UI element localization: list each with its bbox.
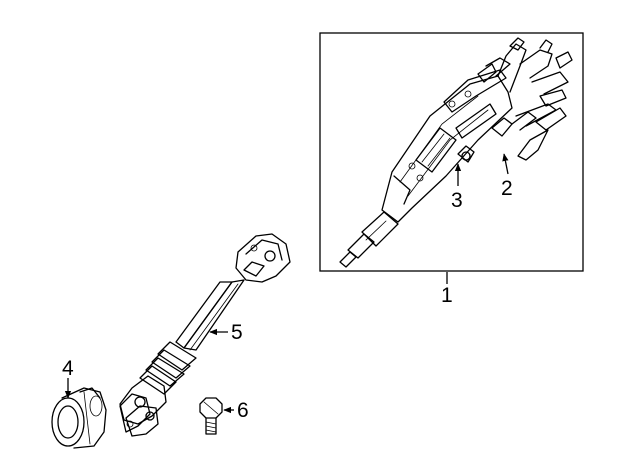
callout-3: 3 <box>451 189 463 212</box>
callout-5: 5 <box>231 321 243 344</box>
leader-2 <box>502 153 509 175</box>
callout-4: 4 <box>62 357 74 380</box>
callout-2: 2 <box>501 177 513 200</box>
steering-column-assembly[interactable] <box>339 37 573 268</box>
column-boot[interactable] <box>51 387 107 449</box>
callout-6: 6 <box>237 399 249 422</box>
callout-1: 1 <box>441 284 453 307</box>
intermediate-shaft[interactable] <box>119 233 291 437</box>
pinch-bolt[interactable] <box>199 397 223 435</box>
assembly-frame <box>319 32 584 272</box>
